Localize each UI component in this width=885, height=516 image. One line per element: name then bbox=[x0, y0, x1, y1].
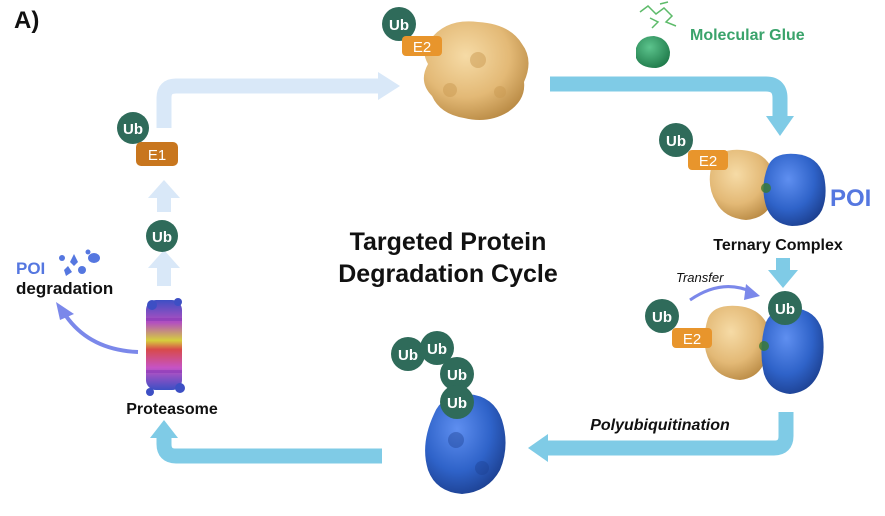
ub-label: Ub bbox=[775, 301, 795, 318]
polyubiquitination-label: Polyubiquitination bbox=[590, 417, 730, 434]
ub-badge-chain-2: Ub bbox=[420, 331, 454, 365]
panel-label: A) bbox=[14, 7, 39, 34]
ub-badge-transfer-e2: Ub bbox=[645, 299, 679, 333]
proteasome-label: Proteasome bbox=[126, 401, 218, 418]
ub-badge-e1: Ub bbox=[117, 112, 149, 144]
ub-badge-e2-top: Ub bbox=[382, 7, 416, 41]
e2-label: E2 bbox=[683, 331, 701, 348]
e2-enzyme-box-transfer: E2 bbox=[672, 328, 712, 348]
arrow-to-proteasome bbox=[156, 436, 382, 464]
arrow-ub-to-e1-head bbox=[148, 180, 180, 198]
arrow-ternary-to-transfer-shaft bbox=[776, 258, 790, 272]
poi-degradation-poi: POI bbox=[16, 259, 45, 278]
arrow-polyubiquitination-head bbox=[528, 434, 548, 462]
arrow-e2-to-ternary-head bbox=[766, 116, 794, 136]
ub-badge-chain-3: Ub bbox=[440, 357, 474, 391]
e2-ub-complex bbox=[423, 21, 529, 121]
transfer-complex bbox=[704, 305, 824, 394]
ub-badge-transfer-poi: Ub bbox=[768, 291, 802, 325]
arrow-ternary-to-transfer-head bbox=[768, 270, 798, 288]
arrow-e2-to-ternary bbox=[550, 76, 788, 118]
ub-free-badge: Ub bbox=[146, 220, 178, 252]
proteasome-structure bbox=[146, 298, 185, 396]
ub-badge-chain-1: Ub bbox=[391, 337, 425, 371]
transfer-label: Transfer bbox=[676, 270, 724, 285]
ub-label: Ub bbox=[652, 309, 672, 326]
arrow-degradation-head bbox=[56, 302, 74, 320]
transfer-arrow-head bbox=[744, 284, 760, 300]
ub-badge-ternary: Ub bbox=[659, 123, 693, 157]
ub-chain: Ub Ub Ub Ub bbox=[391, 331, 474, 419]
ub-label: Ub bbox=[427, 341, 447, 358]
center-title-line1: Targeted Protein bbox=[350, 228, 547, 256]
arrow-proteasome-to-ub-head bbox=[148, 250, 180, 268]
ternary-complex-label: Ternary Complex bbox=[713, 237, 843, 254]
arrow-e1-to-e2-head bbox=[378, 72, 400, 100]
arrow-e1-to-e2 bbox=[156, 78, 378, 128]
ub-label: Ub bbox=[389, 17, 409, 34]
ub-label: Ub bbox=[152, 229, 172, 246]
e2-enzyme-box-top: E2 bbox=[402, 36, 442, 56]
ub-label: Ub bbox=[398, 347, 418, 364]
ub-label: Ub bbox=[447, 395, 467, 412]
e2-label: E2 bbox=[699, 153, 717, 170]
poi-label: POI bbox=[830, 185, 871, 212]
ub-label: Ub bbox=[666, 133, 686, 150]
molecular-glue-icon bbox=[636, 1, 677, 68]
polyubiquitinated-poi bbox=[425, 394, 506, 494]
molecular-glue-label: Molecular Glue bbox=[690, 27, 805, 44]
arrow-polyubiquitination bbox=[548, 412, 794, 456]
e2-enzyme-box-ternary: E2 bbox=[688, 150, 728, 170]
ub-label: Ub bbox=[447, 367, 467, 384]
e1-label: E1 bbox=[148, 147, 166, 164]
e1-enzyme-box: E1 bbox=[136, 142, 178, 166]
arrow-degradation bbox=[64, 314, 139, 354]
arrow-ub-to-e1-shaft bbox=[157, 196, 171, 212]
arrow-to-proteasome-head bbox=[150, 420, 178, 438]
ub-badge-chain-4: Ub bbox=[440, 385, 474, 419]
poi-degradation-text: degradation bbox=[16, 279, 113, 298]
e2-label: E2 bbox=[413, 39, 431, 56]
transfer-arrow bbox=[689, 285, 753, 302]
center-title-line2: Degradation Cycle bbox=[338, 260, 558, 288]
arrow-proteasome-to-ub-shaft bbox=[157, 266, 171, 286]
degradation-fragments-icon bbox=[59, 249, 100, 276]
ub-label: Ub bbox=[123, 121, 143, 138]
